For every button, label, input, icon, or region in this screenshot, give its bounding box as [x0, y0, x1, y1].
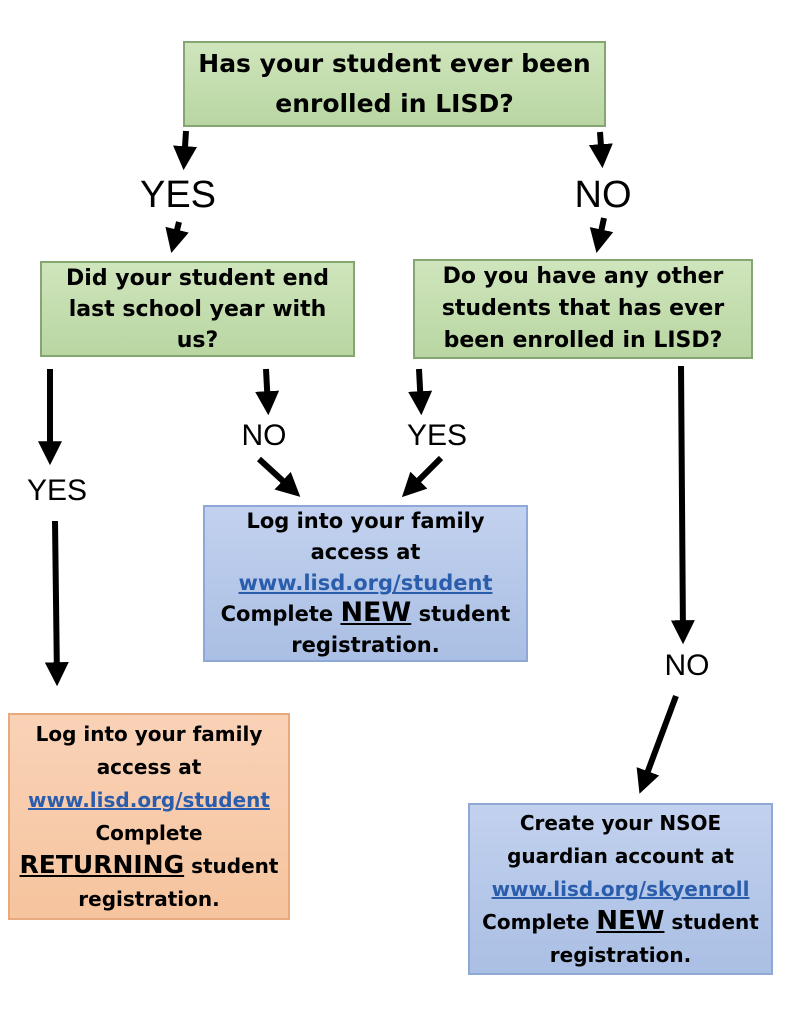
arrow-yes-label-to-returning-box — [44, 520, 69, 687]
link-lisd-student[interactable]: www.lisd.org/student — [28, 787, 270, 812]
outcome-text-line: registration. — [549, 942, 692, 967]
link-lisd-skyenroll[interactable]: www.lisd.org/skyenroll — [491, 876, 750, 901]
outcome-text-line: Log into your family — [246, 509, 485, 533]
edge-label-left-yes: YES — [26, 474, 88, 507]
emphasis-returning: RETURNING — [19, 849, 185, 879]
outcome-text-segment: student — [184, 853, 279, 878]
outcome-new-student-nsoe: Create your NSOE guardian account at www… — [468, 803, 773, 975]
arrow-right-question-to-yes-label — [408, 368, 433, 416]
arrow-no-label-to-new-family-box — [256, 456, 301, 497]
outcome-text-line: Create your NSOE — [519, 810, 722, 835]
edge-label-left-no: NO — [241, 419, 287, 452]
emphasis-new: NEW — [596, 905, 665, 936]
outcome-text-line: guardian account at — [507, 843, 734, 868]
outcome-text-line: registration. — [78, 886, 220, 911]
edge-label-top-yes: YES — [139, 174, 217, 216]
arrow-no-label-to-right-question — [589, 217, 614, 254]
outcome-text-segment: student — [411, 602, 511, 626]
edge-label-right-no: NO — [664, 649, 710, 682]
edge-label-right-yes: YES — [406, 419, 468, 452]
outcome-text-line: Complete NEW student — [221, 599, 511, 630]
outcome-new-student-family-access: Log into your family access at www.lisd.… — [203, 505, 528, 662]
arrow-left-question-to-no-label — [255, 368, 280, 416]
arrow-top-to-no-label — [588, 131, 613, 169]
link-lisd-student[interactable]: www.lisd.org/student — [238, 571, 493, 595]
outcome-text-line: Complete NEW student — [482, 906, 759, 939]
outcome-text-segment: student — [664, 909, 759, 934]
outcome-text-line: RETURNING student — [20, 850, 279, 883]
outcome-text-line: Log into your family — [35, 721, 263, 746]
outcome-text-line: Complete — [95, 820, 203, 845]
outcome-returning-student: Log into your family access at www.lisd.… — [8, 713, 290, 920]
outcome-text-line: access at — [310, 540, 421, 564]
outcome-text-line: access at — [96, 754, 202, 779]
arrow-right-question-to-no-label — [670, 365, 695, 645]
edge-label-top-no: NO — [574, 174, 632, 216]
outcome-text-segment: Complete — [220, 602, 341, 626]
question-ever-enrolled: Has your student ever been enrolled in L… — [183, 41, 606, 127]
question-end-last-year: Did your student end last school year wi… — [40, 261, 355, 357]
outcome-text-line: registration. — [291, 633, 440, 657]
arrow-yes-label-to-new-family-box — [401, 455, 444, 498]
outcome-text-segment: Complete — [482, 909, 597, 934]
emphasis-new: NEW — [340, 597, 412, 628]
arrow-top-to-yes-label — [173, 130, 198, 171]
arrow-no-label-to-nsoe-box — [636, 694, 679, 794]
question-other-students: Do you have any other students that has … — [413, 259, 753, 359]
arrow-yes-label-to-left-question — [165, 221, 189, 253]
